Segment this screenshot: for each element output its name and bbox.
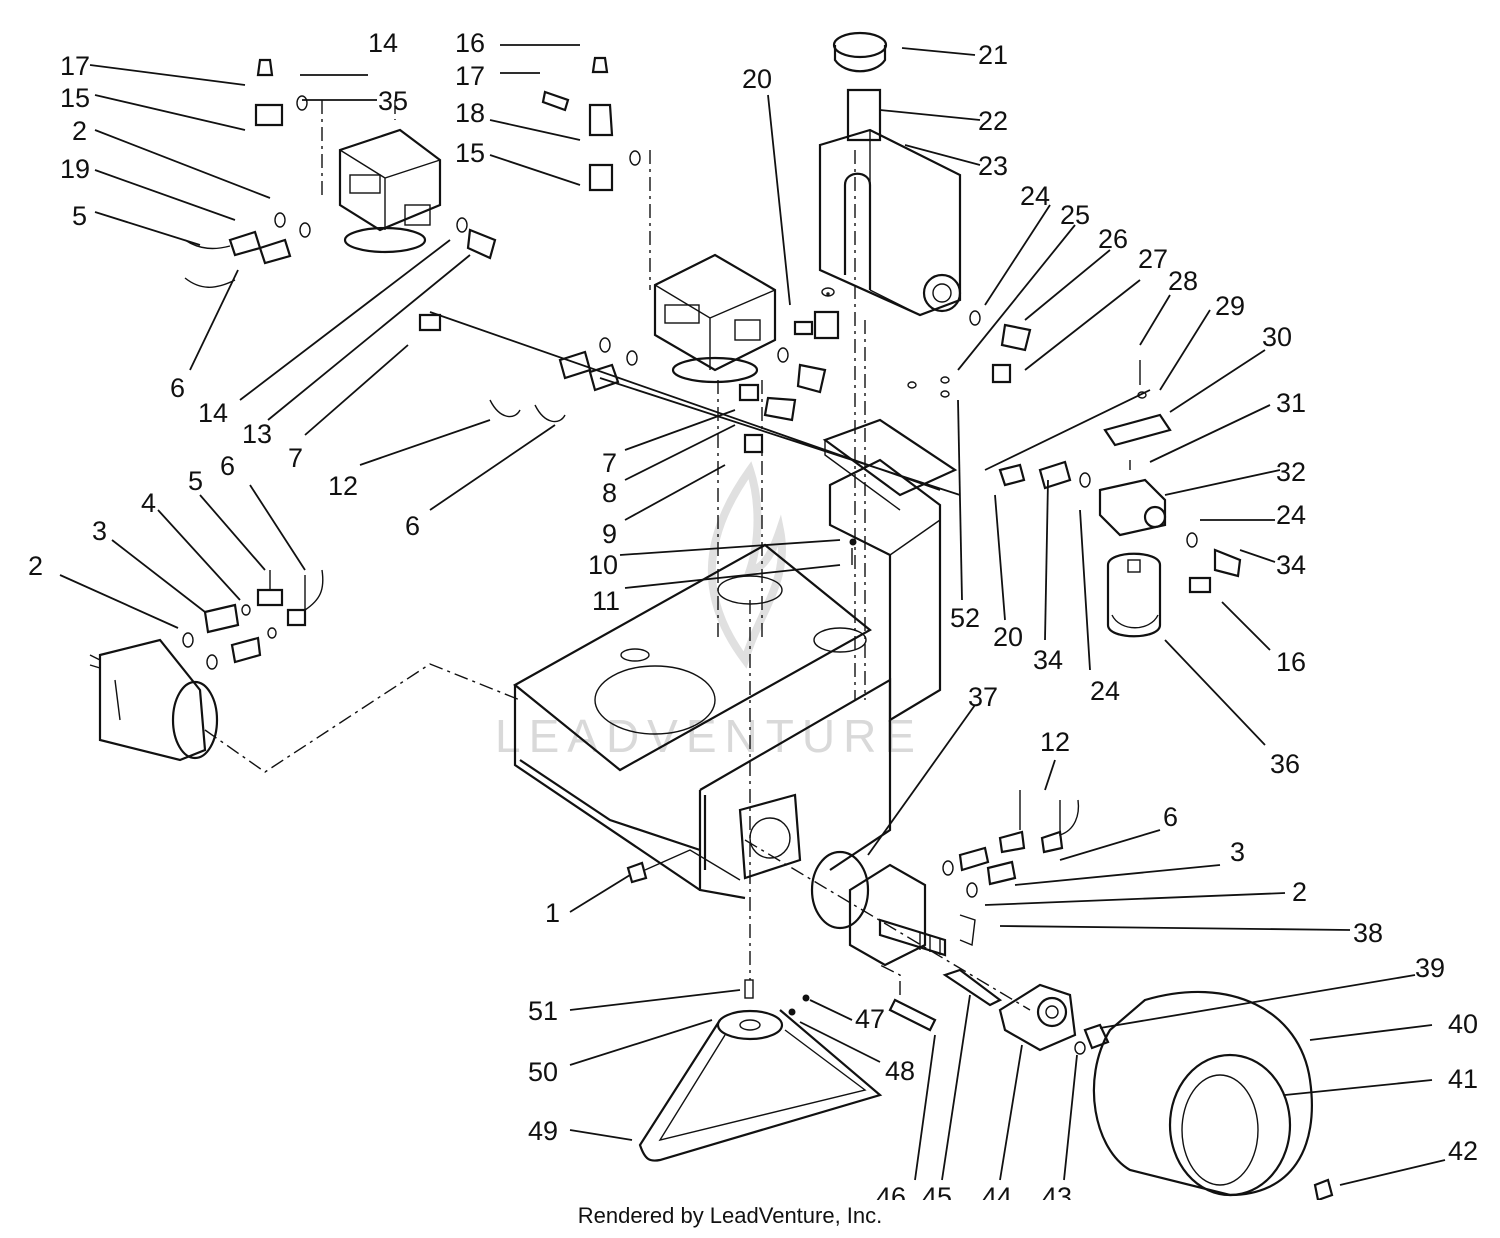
callout-label: 1: [545, 898, 560, 928]
callout-label: 23: [978, 151, 1008, 181]
callout-label: 51: [528, 996, 558, 1026]
misc-parts: [626, 292, 857, 884]
callout-label: 24: [1276, 500, 1306, 530]
callout-label: 16: [455, 28, 485, 58]
callout-label: 28: [1168, 266, 1198, 296]
watermark-flame-icon: [707, 461, 786, 669]
pulley-belt: [638, 979, 883, 1162]
callout-label: 16: [1276, 647, 1306, 677]
callout-label: 18: [455, 98, 485, 128]
callout-label: 7: [288, 443, 303, 473]
callout-label: 44: [982, 1182, 1012, 1200]
left-hydro-motor: [89, 638, 219, 762]
callout-label: 2: [1292, 877, 1307, 907]
callout-label: 11: [592, 586, 620, 616]
callout-label: 7: [602, 448, 617, 478]
callout-label: 6: [170, 373, 185, 403]
wheel-hub: [888, 968, 1110, 1055]
callout-label: 8: [602, 478, 617, 508]
callout-label: 38: [1353, 918, 1383, 948]
right-wheel-motor: [810, 790, 1080, 967]
callout-label: 24: [1020, 181, 1050, 211]
callout-label: 21: [978, 40, 1008, 70]
callout-label: 20: [993, 622, 1023, 652]
callout-label: 5: [188, 466, 203, 496]
callout-label: 13: [242, 419, 272, 449]
callout-label: 26: [1098, 224, 1128, 254]
callout-label: 30: [1262, 322, 1292, 352]
callout-label: 50: [528, 1057, 558, 1087]
callout-label: 25: [1060, 200, 1090, 230]
callout-label: 46: [876, 1182, 906, 1200]
callout-label: 40: [1448, 1009, 1478, 1039]
hydraulic-tank: [818, 31, 962, 317]
callout-label: 12: [1040, 727, 1070, 757]
callout-label: 17: [455, 61, 485, 91]
callout-label: 15: [60, 83, 90, 113]
callout-label: 36: [1270, 749, 1300, 779]
callout-label: 3: [1230, 837, 1245, 867]
callout-label: 43: [1042, 1182, 1072, 1200]
callout-label: 47: [855, 1004, 885, 1034]
footer-credit: Rendered by LeadVenture, Inc.: [577, 1203, 883, 1228]
callout-label: 22: [978, 106, 1008, 136]
callout-label: 42: [1448, 1136, 1478, 1166]
callout-label: 3: [92, 516, 107, 546]
callout-label: 52: [950, 603, 980, 633]
callout-label: 24: [1090, 676, 1120, 706]
callout-label: 32: [1276, 457, 1306, 487]
callout-label: 45: [922, 1182, 952, 1200]
callout-label: 41: [1448, 1064, 1478, 1094]
callout-label: 39: [1415, 953, 1445, 983]
callout-label: 6: [220, 451, 235, 481]
callout-label: 35: [378, 86, 408, 116]
callout-label: 6: [405, 511, 420, 541]
main-frame: [513, 418, 958, 900]
callout-label: 14: [198, 398, 228, 428]
callout-label: 31: [1276, 388, 1306, 418]
hydraulic-filter: [907, 310, 1242, 638]
callout-label: 10: [588, 550, 618, 580]
callout-label: 6: [1163, 802, 1178, 832]
callout-label: 37: [968, 682, 998, 712]
callout-label: 19: [60, 154, 90, 184]
callout-label: 20: [742, 64, 772, 94]
callout-label: 2: [72, 116, 87, 146]
callout-label: 9: [602, 519, 617, 549]
callout-label: 49: [528, 1116, 558, 1146]
callout-label: 2: [28, 551, 43, 581]
upper-left-valve-block: [338, 128, 442, 254]
callout-label: 5: [72, 201, 87, 231]
leader-lines: [59, 44, 1446, 1186]
callout-label: 27: [1138, 244, 1168, 274]
callout-label: 29: [1215, 291, 1245, 321]
callout-label: 17: [60, 51, 90, 81]
fittings: [182, 56, 840, 670]
callout-label: 34: [1276, 550, 1306, 580]
callout-label: 12: [328, 471, 358, 501]
callout-label: 14: [368, 28, 398, 58]
watermark-text: LEADVENTURE: [495, 710, 923, 762]
parts-diagram: LEADVENTURE: [28, 28, 1478, 1200]
callout-label: 15: [455, 138, 485, 168]
center-valve-block: [653, 253, 777, 384]
callout-label: 34: [1033, 645, 1063, 675]
callout-label: 4: [141, 488, 156, 518]
callout-labels: 17 15 2 19 5 6 14 35 16 17 18 15 14 13 7…: [28, 28, 1478, 1200]
callout-label: 48: [885, 1056, 915, 1086]
